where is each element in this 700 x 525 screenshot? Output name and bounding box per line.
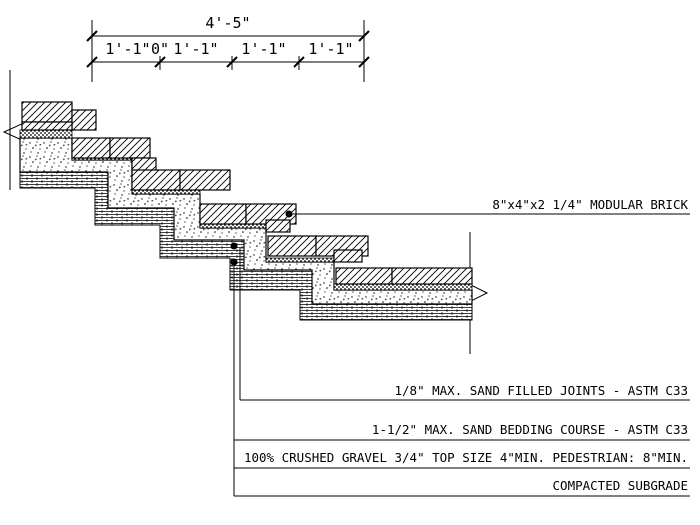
leader-lines — [230, 210, 690, 497]
tread-dimension-3: 1'-1" — [241, 40, 286, 58]
modular-brick-pavers — [21, 101, 473, 285]
tread-dimension-2: 1'-1" — [173, 40, 218, 58]
bedding-callout: 1-1/2" MAX. SAND BEDDING COURSE - ASTM C… — [372, 422, 688, 437]
tread-dimension-1: 1'-1" — [105, 40, 150, 58]
tread-dimension-4: 1'-1" — [308, 40, 353, 58]
overall-dimension: 4'-5" — [205, 14, 250, 32]
brick-callout: 8"x4"x2 1/4" MODULAR BRICK — [492, 197, 688, 212]
joints-callout: 1/8" MAX. SAND FILLED JOINTS - ASTM C33 — [395, 383, 689, 398]
subgrade-callout: COMPACTED SUBGRADE — [553, 478, 688, 493]
gap-dimension: 0" — [151, 40, 169, 58]
dimension-strings — [86, 20, 370, 82]
gravel-callout: 100% CRUSHED GRAVEL 3/4" TOP SIZE 4"MIN.… — [244, 450, 688, 465]
